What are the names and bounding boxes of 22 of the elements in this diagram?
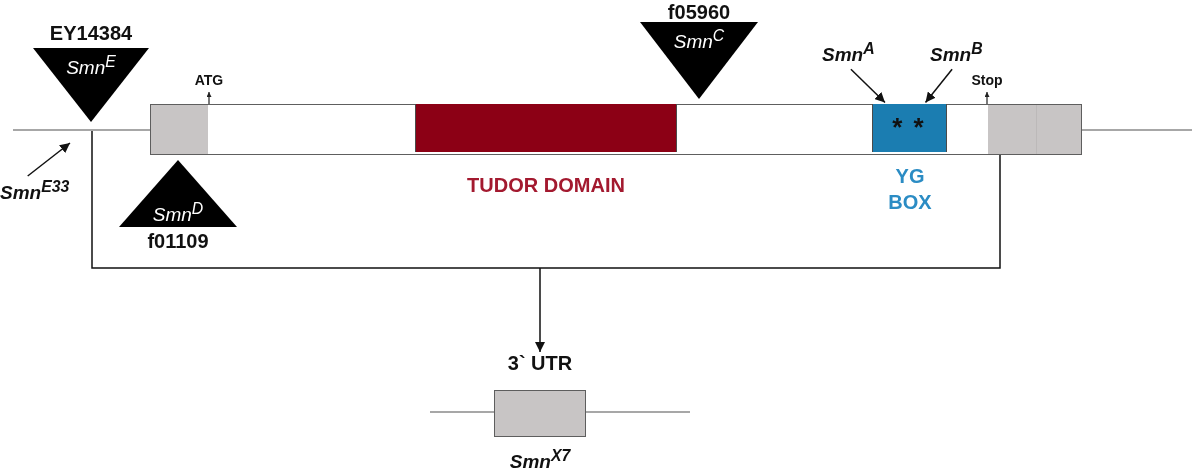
tudor-domain-segment [414, 103, 677, 152]
domain-label: TUDOR DOMAIN [467, 174, 625, 197]
allele-name: Smn$^{E33}$ [0, 178, 70, 205]
deletion-bracket-arrow [91, 130, 1001, 353]
allele-name: Smn$^{X7}$ [509, 447, 571, 473]
allele-name: Smn$^{A}$ [822, 40, 875, 67]
pointer-arrow [26, 142, 71, 177]
allele-name: Smn$^{B}$ [930, 40, 983, 67]
codon-label: ATG [194, 72, 224, 89]
codon-label: Stop [971, 72, 1003, 89]
allele-name: Smn$^{E}$ [66, 53, 116, 80]
pointer-arrow [924, 68, 953, 104]
insertion-name: f05960 [667, 1, 731, 24]
yg-box-segment: * * [871, 103, 947, 152]
insertion-name: f01109 [147, 230, 209, 253]
domain-label: YG BOX [887, 164, 933, 215]
pointer-arrow [850, 68, 886, 104]
allele-name: Smn$^{C}$ [673, 27, 725, 54]
allele-name: Smn$^{D}$ [152, 200, 204, 227]
gene-bar [150, 104, 1082, 155]
region-label: 3` UTR [507, 352, 573, 375]
insertion-name: EY14384 [49, 22, 133, 45]
